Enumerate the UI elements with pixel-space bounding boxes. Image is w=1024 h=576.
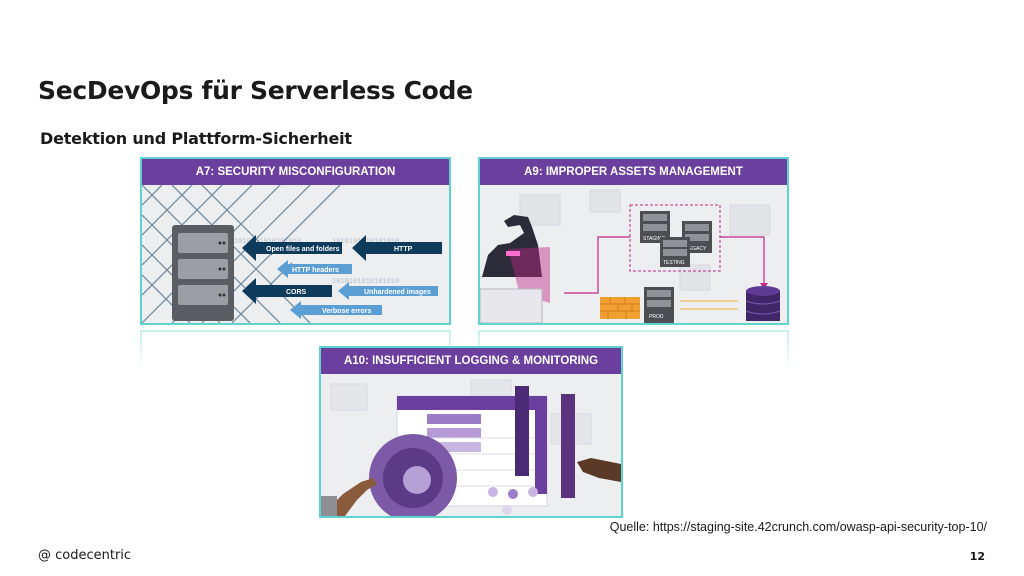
sync-arrows: [680, 300, 738, 310]
arrow-http-headers: HTTP headers: [277, 260, 352, 278]
slide-title: SecDevOps für Serverless Code: [38, 76, 473, 105]
card-a10-logging-monitoring: A10: INSUFFICIENT LOGGING & MONITORING: [319, 346, 623, 518]
card-a9-illustration: STAGING LEGACY TESTING: [480, 185, 787, 323]
page-number: 12: [969, 550, 985, 563]
label-http: HTTP: [394, 246, 413, 253]
prod-server-icon: PROD: [644, 287, 674, 323]
card-a7-illustration: 1010101010101010 1010101010101010 101010…: [142, 185, 449, 323]
card-a9-improper-assets: A9: IMPROPER ASSETS MANAGEMENT ST: [478, 157, 789, 325]
slide-subtitle: Detektion und Plattform-Sicherheit: [40, 129, 352, 148]
connector-line-2: [720, 236, 765, 285]
environments-box: [629, 204, 721, 272]
label-unhardened: Unhardened images: [364, 289, 431, 296]
monitoring-bars-icon: [515, 386, 575, 498]
arrow-unhardened: Unhardened images: [338, 282, 438, 300]
card-a7-header: A7: SECURITY MISCONFIGURATION: [142, 159, 449, 185]
label-legacy: LEGACY: [686, 246, 707, 252]
codecentric-logo: @ codecentric: [38, 548, 132, 563]
label-open-files: Open files and folders: [266, 246, 340, 253]
testing-server-icon: TESTING: [660, 237, 690, 267]
hand-right-icon: [577, 458, 621, 482]
label-http-headers: HTTP headers: [292, 267, 339, 274]
database-icon: [745, 286, 781, 321]
label-testing: TESTING: [663, 260, 685, 266]
label-staging: STAGING: [643, 236, 665, 242]
background-cubes: [519, 189, 771, 291]
donut-chart-icon: [369, 434, 457, 516]
status-dots: [488, 487, 538, 515]
label-cors: CORS: [286, 289, 307, 296]
source-citation: Quelle: https://staging-site.42crunch.co…: [609, 520, 987, 534]
arrow-verbose-errors: Verbose errors: [290, 301, 382, 319]
connector-line: [564, 236, 630, 294]
arrow-http: HTTP: [352, 235, 442, 261]
server-rack-icon: [172, 225, 234, 321]
card-a7-security-misconfiguration: A7: SECURITY MISCONFIGURATION 1010101010…: [140, 157, 451, 325]
binary-text-3: 1010101010101010: [332, 278, 399, 286]
hacker-figure-icon: [480, 215, 550, 323]
arrow-open-files: Open files and folders: [242, 235, 342, 261]
label-verbose: Verbose errors: [322, 308, 372, 315]
firewall-icon: [600, 297, 640, 319]
label-prod: PROD: [649, 314, 664, 320]
hand-left-icon: [321, 478, 377, 516]
card-a10-header: A10: INSUFFICIENT LOGGING & MONITORING: [321, 348, 621, 374]
card-a9-header: A9: IMPROPER ASSETS MANAGEMENT: [480, 159, 787, 185]
arrow-cors: CORS: [242, 278, 332, 304]
card-a10-illustration: [321, 374, 621, 516]
